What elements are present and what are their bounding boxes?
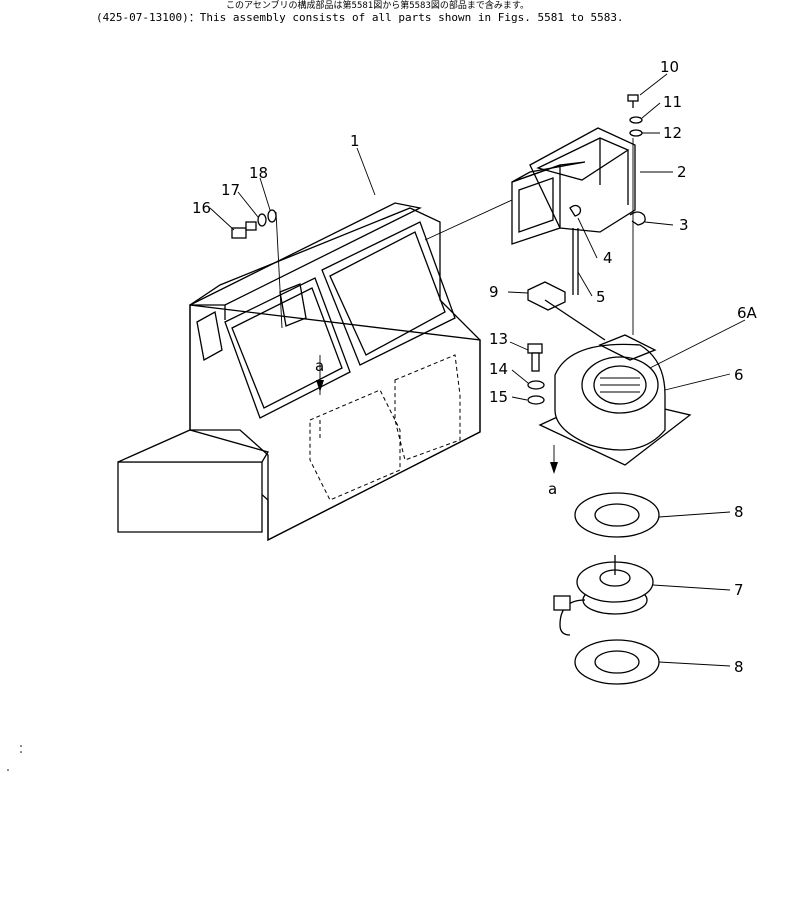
gasket-ring-lower [574, 639, 660, 685]
callout-8-lower: 8 [734, 658, 744, 676]
callout-14: 14 [489, 360, 508, 378]
blower-motor [553, 555, 654, 636]
resistor-block [527, 281, 606, 341]
assembly-guide-lines [275, 138, 634, 474]
marker-a-cab: a [315, 357, 324, 375]
scan-specks [7, 745, 22, 771]
callout-18: 18 [249, 164, 268, 182]
callout-15: 15 [489, 388, 508, 406]
callout-5: 5 [596, 288, 606, 306]
callout-17: 17 [221, 181, 240, 199]
callout-2: 2 [677, 163, 687, 181]
marker-a-blower: a [548, 480, 557, 498]
callout-12: 12 [663, 124, 682, 142]
gasket-ring-upper [574, 492, 660, 538]
callout-labels: 1 2 3 4 5 6 6A 7 8 8 9 10 11 12 13 14 15… [192, 58, 758, 676]
fastener-set-left [231, 209, 277, 239]
callout-11: 11 [663, 93, 682, 111]
clamp-and-rod [569, 204, 646, 295]
fastener-set-top [627, 94, 643, 137]
callout-7: 7 [734, 581, 744, 599]
blower-housing [538, 334, 692, 466]
callout-16: 16 [192, 199, 211, 217]
callout-13: 13 [489, 330, 508, 348]
callout-6: 6 [734, 366, 744, 384]
header-note-english: (425-07-13100)：This assembly consists of… [96, 11, 624, 24]
leader-lines [209, 73, 746, 667]
air-duct-frame [511, 127, 636, 245]
callout-4: 4 [603, 249, 613, 267]
cab-body-outline [117, 202, 481, 542]
header-note-japanese: このアセンブリの構成部品は第5581図から第5583図の部品まで含みます。 [226, 1, 529, 11]
drawing-header: このアセンブリの構成部品は第5581図から第5583図の部品まで含みます。 (4… [96, 0, 776, 24]
callout-9: 9 [489, 283, 499, 301]
callout-3: 3 [679, 216, 689, 234]
callout-10: 10 [660, 58, 679, 76]
fastener-set-right [527, 343, 545, 405]
callout-8-upper: 8 [734, 503, 744, 521]
callout-1: 1 [350, 132, 360, 150]
callout-6a: 6A [737, 304, 758, 322]
